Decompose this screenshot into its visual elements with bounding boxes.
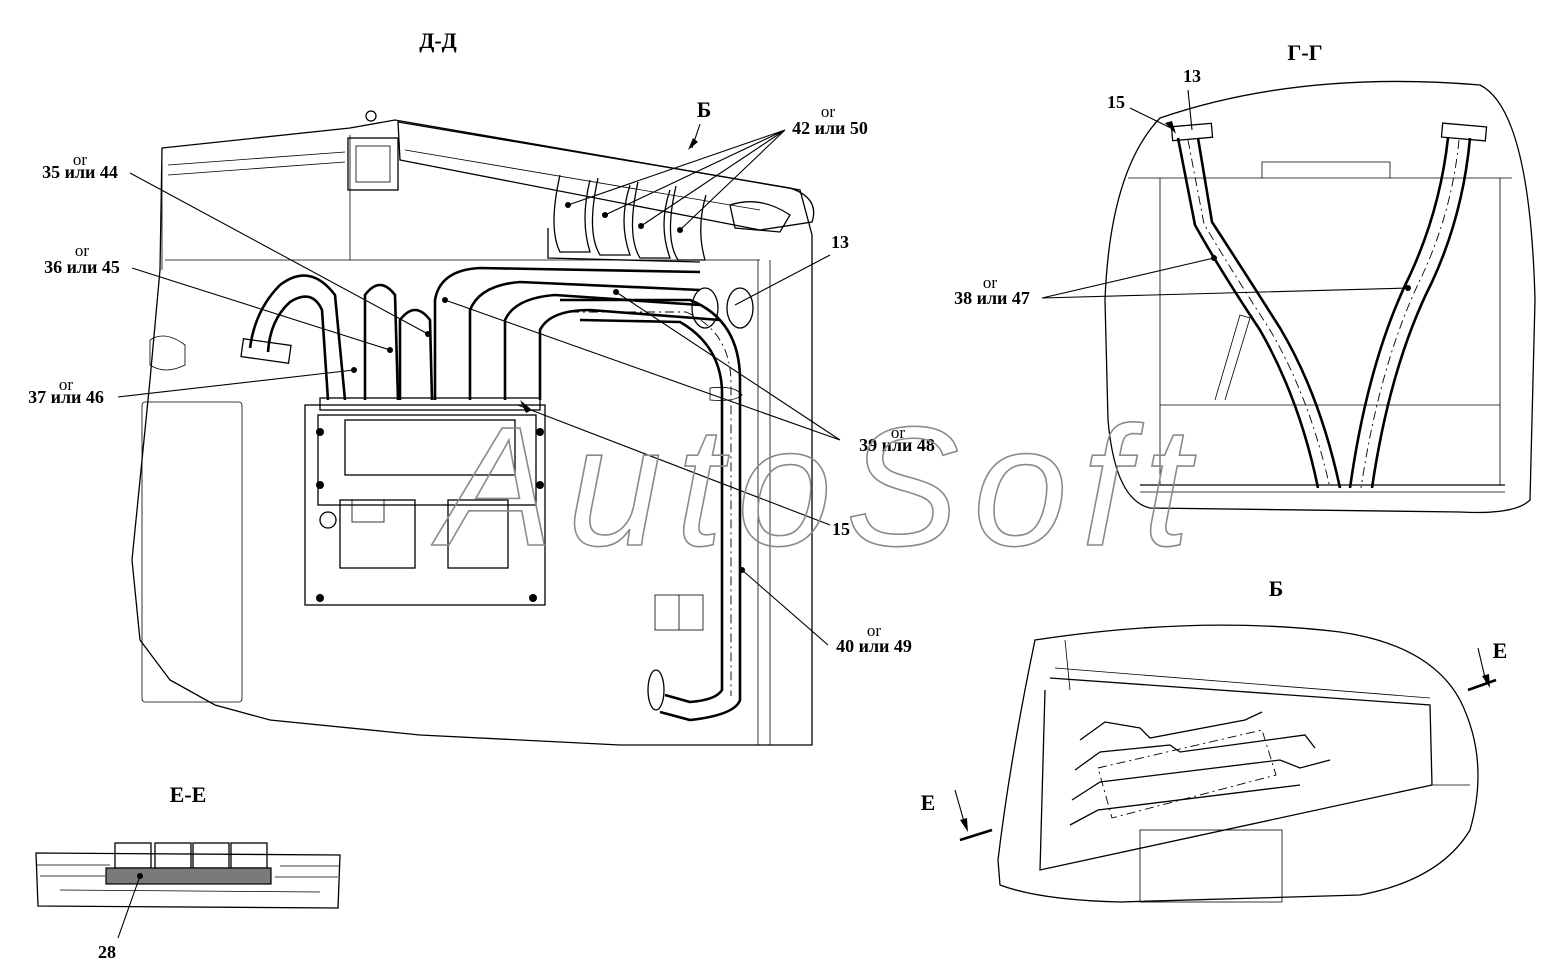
view-title-dd: Д-Д [419, 28, 457, 53]
or-39: or [891, 423, 906, 442]
part-label-42-50: 42 или 50 [792, 118, 868, 138]
view-arrow-b-label: Б [697, 97, 712, 122]
part-label-35-44: 35 или 44 [42, 162, 118, 182]
part-label-13-gg: 13 [1183, 66, 1201, 86]
view-ee [35, 842, 341, 909]
watermark: AutoSoft [431, 392, 1204, 582]
or-42: or [821, 102, 836, 121]
part-label-39-48: 39 или 48 [859, 435, 935, 455]
part-label-36-45: 36 или 45 [44, 257, 120, 277]
section-mark-e-left: Е [921, 790, 936, 815]
or-37: or [59, 375, 74, 394]
part-label-40-49: 40 или 49 [836, 636, 912, 656]
section-mark-e-right: Е [1493, 638, 1508, 663]
view-title-b: Б [1269, 576, 1284, 601]
view-title-gg: Г-Г [1287, 40, 1322, 65]
or-35: or [73, 150, 88, 169]
part-label-15-dd: 15 [832, 519, 850, 539]
part-label-13-dd: 13 [831, 232, 849, 252]
or-36: or [75, 241, 90, 260]
or-38: or [983, 273, 998, 292]
part-label-37-46: 37 или 46 [28, 387, 104, 407]
or-40: or [867, 621, 882, 640]
view-title-ee: Е-Е [170, 782, 207, 807]
view-b [997, 624, 1479, 903]
view-gg [1104, 80, 1536, 514]
part-label-15-gg: 15 [1107, 92, 1125, 112]
part-label-28: 28 [98, 942, 116, 962]
part-label-38-47: 38 или 47 [954, 288, 1030, 308]
view-dd [131, 110, 815, 746]
